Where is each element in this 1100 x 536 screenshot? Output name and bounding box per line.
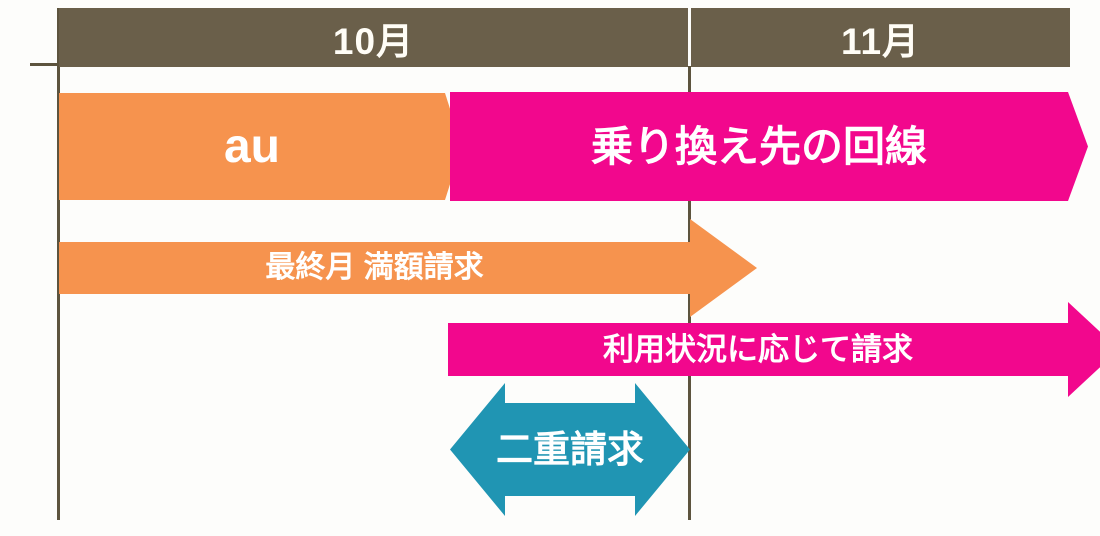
month-header-november: 11月: [691, 8, 1070, 67]
au-period-label: au: [223, 119, 280, 173]
final-month-billing-label: 最終月 満額請求: [265, 251, 484, 284]
double-billing-arrow: 二重請求: [450, 383, 690, 516]
double-billing-label: 二重請求: [496, 429, 644, 470]
final-month-billing-arrow: 最終月 満額請求: [59, 219, 757, 317]
usage-based-billing-label: 利用状況に応じて請求: [603, 332, 913, 367]
au-period-bar: au: [59, 93, 462, 200]
left-axis-tick: [30, 63, 62, 66]
switch-destination-label: 乗り換え先の回線: [590, 122, 927, 170]
month-label-november: 11月: [840, 20, 921, 62]
month-header-october: 10月: [59, 8, 688, 67]
switch-destination-bar: 乗り換え先の回線: [450, 92, 1088, 201]
left-axis-line: [57, 8, 60, 520]
month-label-october: 10月: [332, 20, 415, 62]
usage-based-billing-arrow: 利用状況に応じて請求: [448, 302, 1100, 397]
